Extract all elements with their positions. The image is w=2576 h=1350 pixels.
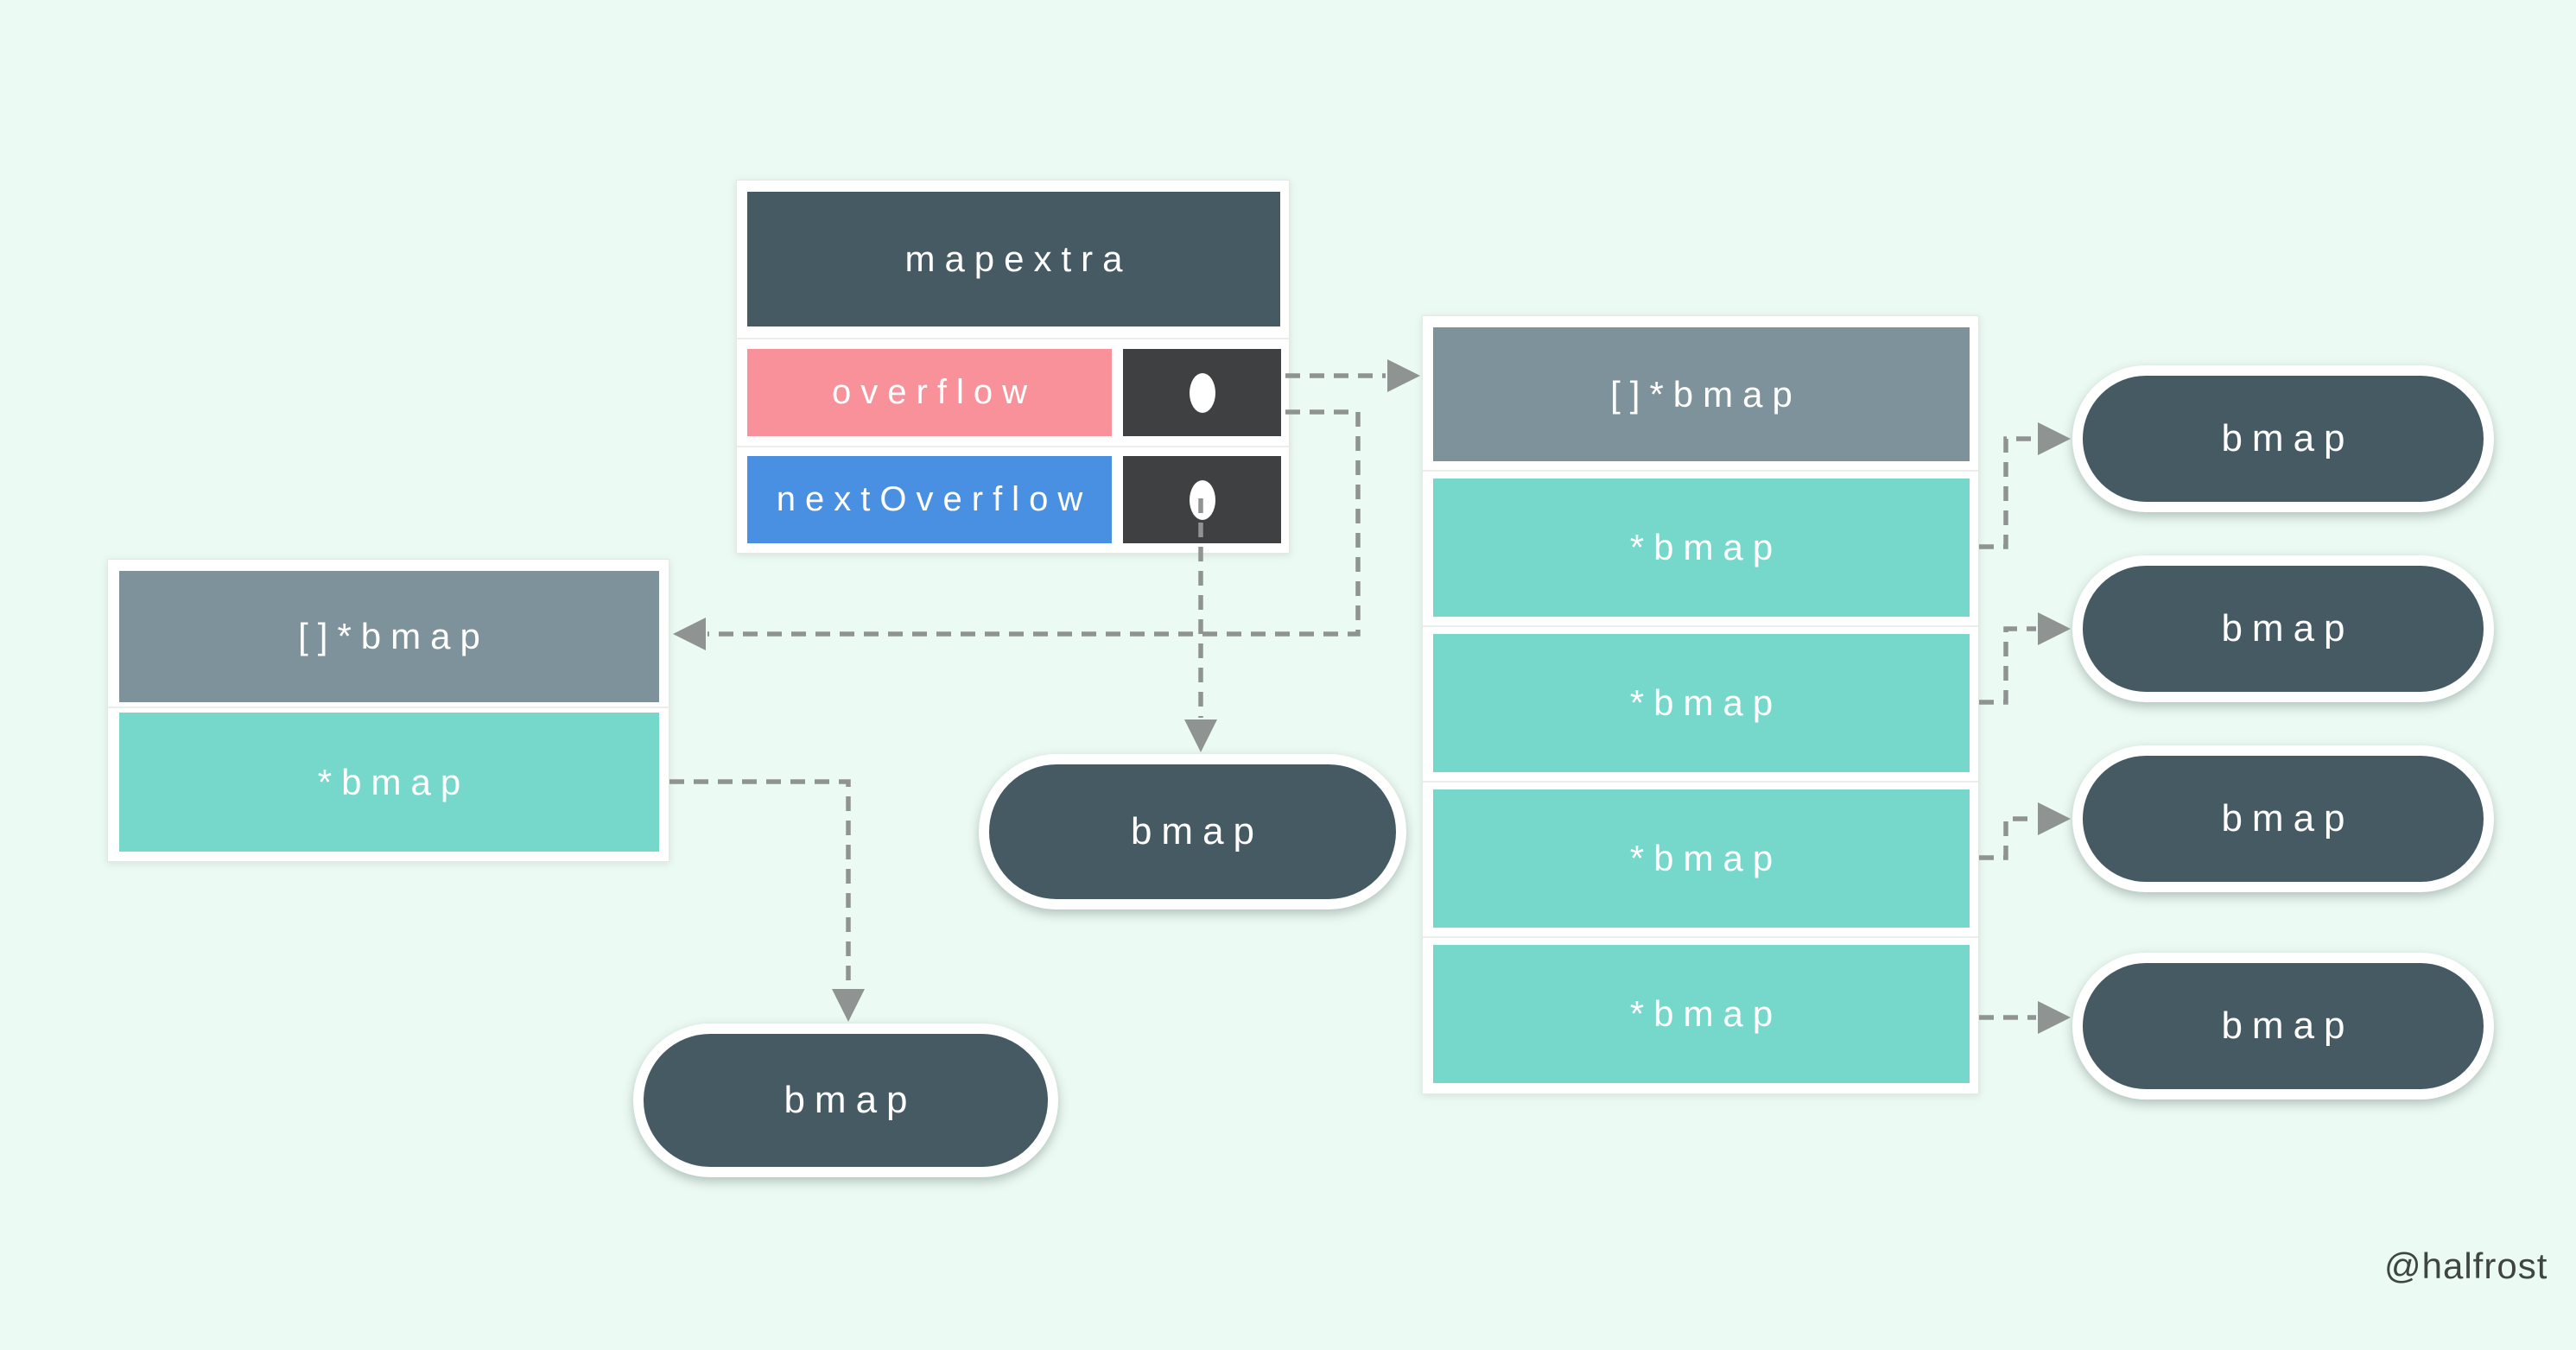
arrow-overflow-to-right-bucket-array bbox=[1285, 359, 1420, 392]
overflow-field-label: overflow bbox=[832, 373, 1037, 411]
bmap-node-label: bmap bbox=[784, 1079, 917, 1121]
arrow-left-slot-to-bottom-bmap bbox=[669, 779, 865, 1022]
left-bucket-array-card: []*bmap *bmap bbox=[107, 559, 669, 862]
pointer-dot-icon bbox=[1189, 479, 1215, 520]
bmap-node-label: bmap bbox=[2221, 797, 2355, 840]
left-bucket-slot: *bmap bbox=[119, 713, 659, 852]
pointer-dot-icon bbox=[1189, 372, 1215, 413]
bucket-slot-label: *bmap bbox=[317, 761, 471, 802]
bmap-node-label: bmap bbox=[2221, 1005, 2355, 1047]
arrow-slot3-to-bmap3 bbox=[1979, 802, 2071, 860]
nextoverflow-field-label: nextOverflow bbox=[776, 480, 1093, 518]
bucket-array-header-label: []*bmap bbox=[298, 616, 490, 656]
mapextra-struct-card: mapextra overflow nextOverflow bbox=[736, 180, 1290, 554]
right-bucket-slot-3: *bmap bbox=[1433, 789, 1970, 928]
separator-line bbox=[1423, 936, 1978, 938]
bmap-node-label: bmap bbox=[2221, 607, 2355, 650]
nextoverflow-field: nextOverflow bbox=[747, 456, 1112, 543]
right-bucket-array-header: []*bmap bbox=[1433, 327, 1970, 461]
bucket-array-header-label: []*bmap bbox=[1610, 373, 1802, 415]
bmap-node-right-3: bmap bbox=[2072, 745, 2494, 892]
bucket-slot-label: *bmap bbox=[1629, 993, 1783, 1034]
overflow-pointer-cell bbox=[1123, 349, 1281, 436]
arrow-slot4-to-bmap4 bbox=[1979, 1001, 2071, 1034]
right-bucket-slot-2: *bmap bbox=[1433, 634, 1970, 772]
credit-text: @halfrost bbox=[2384, 1245, 2548, 1286]
left-bucket-array-header: []*bmap bbox=[119, 571, 659, 702]
bmap-node-right-2: bmap bbox=[2072, 555, 2494, 702]
separator-line bbox=[737, 446, 1289, 447]
separator-line bbox=[1423, 625, 1978, 627]
arrow-slot1-to-bmap1 bbox=[1979, 422, 2071, 549]
right-bucket-array-card: []*bmap *bmap *bmap *bmap *bmap bbox=[1422, 315, 1979, 1094]
separator-line bbox=[1423, 781, 1978, 783]
arrow-slot2-to-bmap2 bbox=[1979, 612, 2071, 705]
bmap-node-right-4: bmap bbox=[2072, 953, 2494, 1100]
separator-line bbox=[108, 707, 669, 708]
right-bucket-slot-4: *bmap bbox=[1433, 945, 1970, 1083]
bucket-slot-label: *bmap bbox=[1629, 527, 1783, 567]
separator-line bbox=[1423, 470, 1978, 472]
nextoverflow-pointer-cell bbox=[1123, 456, 1281, 543]
bmap-node-right-1: bmap bbox=[2072, 365, 2494, 512]
right-bucket-slot-1: *bmap bbox=[1433, 479, 1970, 617]
bmap-node-center: bmap bbox=[979, 754, 1406, 910]
bmap-node-bottom-left: bmap bbox=[633, 1024, 1058, 1177]
bmap-node-label: bmap bbox=[2221, 417, 2355, 460]
mapextra-title-box: mapextra bbox=[747, 192, 1280, 326]
bmap-node-label: bmap bbox=[1130, 810, 1265, 852]
mapextra-title: mapextra bbox=[904, 238, 1133, 279]
bucket-slot-label: *bmap bbox=[1629, 838, 1783, 878]
bucket-slot-label: *bmap bbox=[1629, 682, 1783, 723]
separator-line bbox=[737, 338, 1289, 339]
overflow-field: overflow bbox=[747, 349, 1112, 436]
